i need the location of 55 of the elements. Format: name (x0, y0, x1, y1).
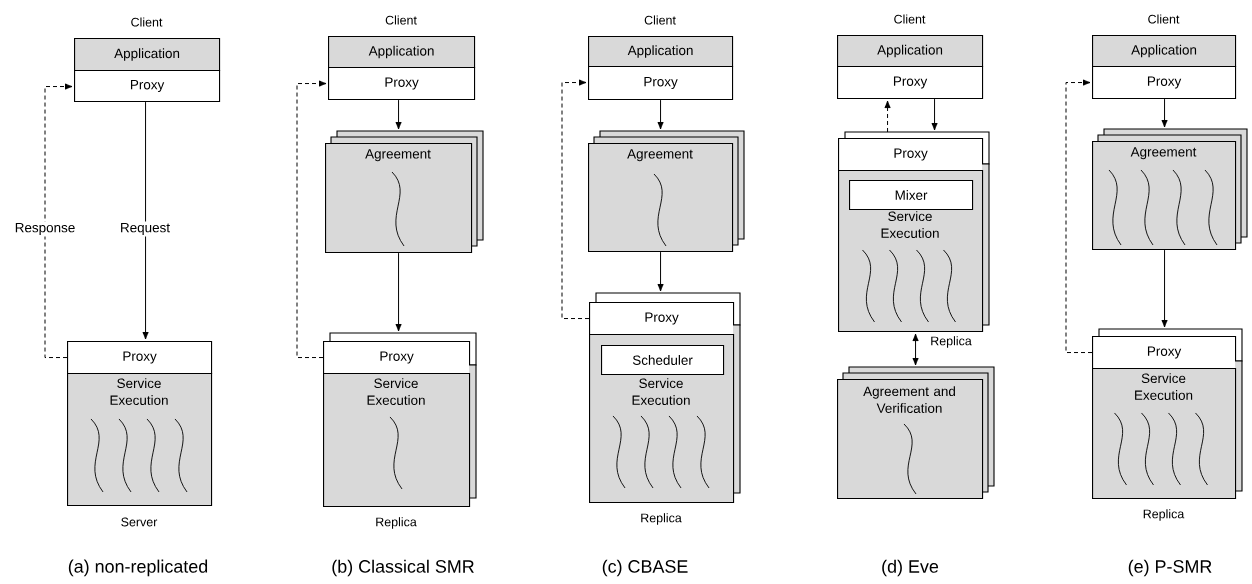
client-label: Client (894, 14, 926, 24)
client-label: Client (1148, 14, 1180, 24)
proxy-box: Proxy (67, 341, 213, 375)
proxy-box: Proxy (74, 70, 221, 103)
arrow (912, 333, 919, 366)
agreement-stack: Agreement (1092, 128, 1248, 251)
role-label: Replica (1143, 509, 1185, 521)
arrow (931, 98, 938, 131)
application-box: Application (588, 36, 734, 68)
edge-label: Request (118, 221, 172, 237)
agreement-stack: Agreement (325, 130, 484, 254)
arrow (1161, 249, 1168, 328)
application-box: Application (837, 35, 984, 68)
client-label: Client (385, 15, 417, 25)
proxy-box: Proxy (838, 131, 990, 172)
proxy-box: Proxy (328, 67, 476, 101)
proxy-box: Proxy (1092, 328, 1243, 370)
proxy-box: Proxy (1092, 66, 1237, 100)
scheduler-box: Scheduler (601, 345, 725, 376)
proxy-box: Proxy (589, 292, 741, 336)
role-label: Replica (931, 336, 972, 348)
client-label: Client (131, 17, 163, 27)
role-label: Server (121, 517, 158, 527)
application-box: Application (328, 36, 476, 69)
mixer-box: Mixer (849, 180, 974, 211)
arrow (142, 101, 149, 340)
edge-label: Response (13, 221, 77, 237)
service-execution-box: Service Execution (67, 373, 213, 507)
panel-caption: (b) Classical SMR (332, 559, 474, 577)
application-box: Application (74, 38, 221, 72)
client-label: Client (644, 15, 676, 25)
arrow (1161, 98, 1168, 128)
arrow (561, 79, 590, 320)
arrow (657, 251, 664, 292)
proxy-box: Proxy (323, 332, 477, 375)
agreement-stack: Agreement (588, 130, 745, 253)
arrow (884, 100, 891, 133)
proxy-box: Proxy (588, 66, 734, 101)
service-execution-box: Service Execution (1092, 360, 1243, 500)
role-label: Replica (641, 513, 682, 525)
proxy-box: Proxy (837, 66, 984, 100)
agreement-verification-stack: Agreement and Verification (837, 366, 995, 500)
service-execution-box: Service Execution (323, 364, 477, 508)
panel-caption: (a) non-replicated (68, 559, 208, 577)
panel-caption: (d) Eve (882, 559, 939, 577)
arrow (395, 252, 402, 332)
arrow (395, 99, 402, 130)
arrow (44, 83, 73, 359)
arrow (657, 99, 664, 130)
role-label: Replica (376, 517, 417, 529)
application-box: Application (1092, 35, 1237, 68)
panel-caption: (e) P-SMR (1128, 559, 1212, 577)
arrow (296, 80, 327, 359)
panel-caption: (c) CBASE (602, 559, 688, 577)
arrow (1065, 79, 1093, 354)
